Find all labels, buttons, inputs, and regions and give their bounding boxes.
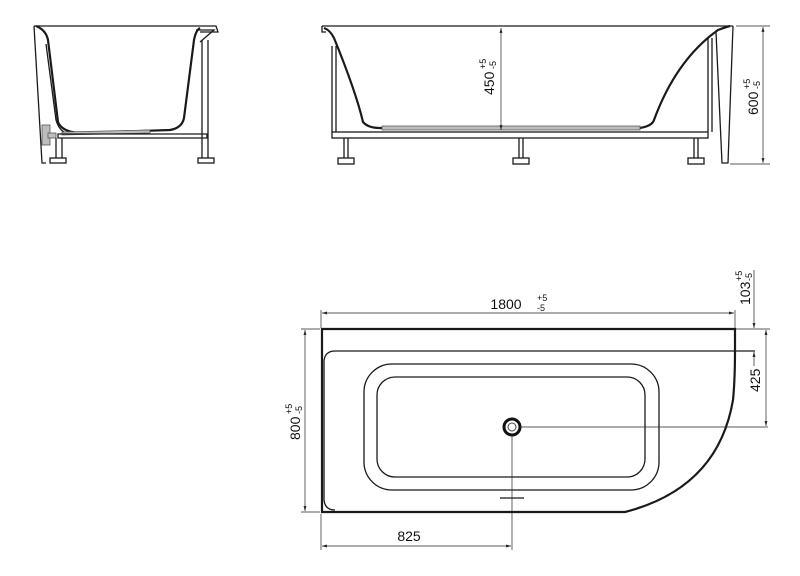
drain-from-back-label: 425	[747, 368, 763, 392]
svg-text:1800: 1800	[490, 296, 521, 312]
svg-text:-5: -5	[488, 61, 498, 69]
svg-text:+5: +5	[734, 271, 744, 281]
svg-text:450: 450	[481, 71, 497, 95]
plan-view: 1800 +5 -5 800 +5 -5 103 +5 -5 425 825	[284, 270, 770, 550]
svg-text:+5: +5	[478, 59, 488, 69]
total-height-label: 600 +5 -5	[742, 79, 762, 115]
svg-text:-5: -5	[294, 406, 304, 414]
width-label: 800 +5 -5	[284, 404, 304, 440]
svg-text:-5: -5	[744, 273, 754, 281]
svg-text:425: 425	[747, 368, 763, 392]
svg-text:+5: +5	[284, 404, 294, 414]
length-label: 1800 +5 -5	[490, 293, 547, 313]
rim-offset-label: 103 +5 -5	[734, 271, 754, 305]
svg-text:-5: -5	[537, 303, 545, 313]
svg-text:800: 800	[287, 416, 303, 440]
svg-text:103: 103	[737, 281, 753, 305]
inner-depth-label: 450 +5 -5	[478, 59, 498, 95]
svg-text:600: 600	[745, 91, 761, 115]
svg-text:-5: -5	[752, 81, 762, 89]
svg-text:+5: +5	[742, 79, 752, 89]
svg-text:+5: +5	[537, 293, 547, 303]
front-view: 450 +5 -5 600 +5 -5	[321, 24, 770, 165]
drain-from-left-label: 825	[397, 528, 421, 544]
side-view	[33, 24, 219, 164]
